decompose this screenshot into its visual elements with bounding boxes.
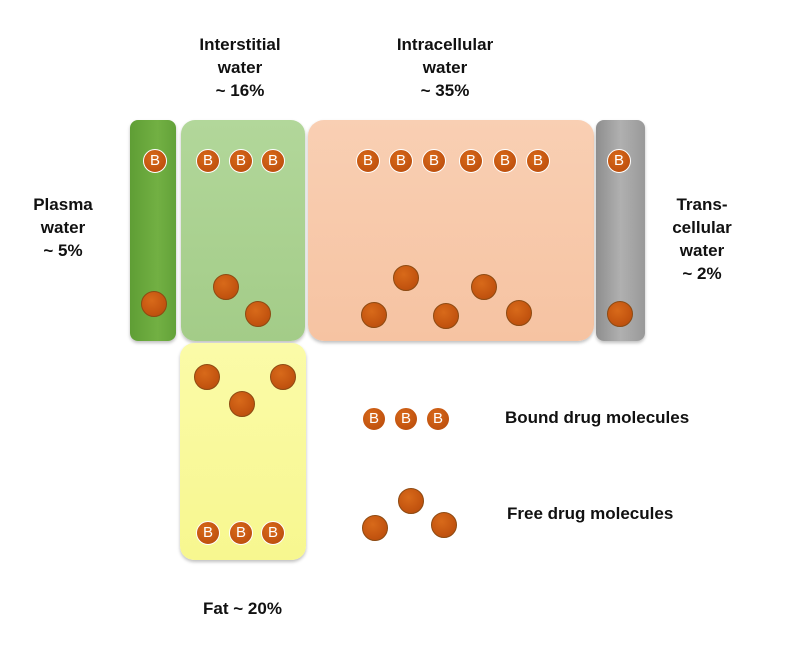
legend-bound-molecule: B bbox=[394, 407, 418, 431]
bound-drug-molecule: B bbox=[229, 521, 253, 545]
transcellular-label: Trans- cellular water ~ 2% bbox=[672, 195, 732, 283]
plasma-label: Plasma water ~ 5% bbox=[33, 195, 93, 260]
free-drug-molecule bbox=[433, 303, 459, 329]
bound-drug-molecule: B bbox=[493, 149, 517, 173]
free-drug-molecule bbox=[270, 364, 296, 390]
legend-free-label: Free drug molecules bbox=[507, 504, 674, 523]
bound-drug-molecule: B bbox=[143, 149, 167, 173]
free-drug-molecule bbox=[607, 301, 633, 327]
free-drug-molecule bbox=[229, 391, 255, 417]
free-drug-molecule bbox=[213, 274, 239, 300]
free-drug-molecule bbox=[471, 274, 497, 300]
bound-drug-molecule: B bbox=[607, 149, 631, 173]
legend-bound-molecule: B bbox=[426, 407, 450, 431]
free-drug-molecule bbox=[361, 302, 387, 328]
free-drug-molecule bbox=[245, 301, 271, 327]
bound-drug-molecule: B bbox=[261, 521, 285, 545]
free-drug-molecule bbox=[141, 291, 167, 317]
bound-drug-molecule: B bbox=[422, 149, 446, 173]
bound-drug-molecule: B bbox=[356, 149, 380, 173]
legend-free-molecule bbox=[362, 515, 388, 541]
legend-bound-label: Bound drug molecules bbox=[505, 408, 690, 427]
fat-label: Fat ~ 20% bbox=[203, 599, 282, 618]
bound-drug-molecule: B bbox=[229, 149, 253, 173]
bound-drug-molecule: B bbox=[526, 149, 550, 173]
bound-drug-molecule: B bbox=[389, 149, 413, 173]
legend-bound-molecule: B bbox=[362, 407, 386, 431]
interstitial-label: Interstitial water ~ 16% bbox=[199, 35, 281, 100]
bound-drug-molecule: B bbox=[261, 149, 285, 173]
free-drug-molecule bbox=[194, 364, 220, 390]
bound-drug-molecule: B bbox=[196, 149, 220, 173]
free-drug-molecule bbox=[506, 300, 532, 326]
free-drug-molecule bbox=[393, 265, 419, 291]
intracellular-label: Intracellular water ~ 35% bbox=[396, 35, 494, 100]
legend-free-molecule bbox=[398, 488, 424, 514]
bound-drug-molecule: B bbox=[196, 521, 220, 545]
legend-free-molecule bbox=[431, 512, 457, 538]
bound-drug-molecule: B bbox=[459, 149, 483, 173]
